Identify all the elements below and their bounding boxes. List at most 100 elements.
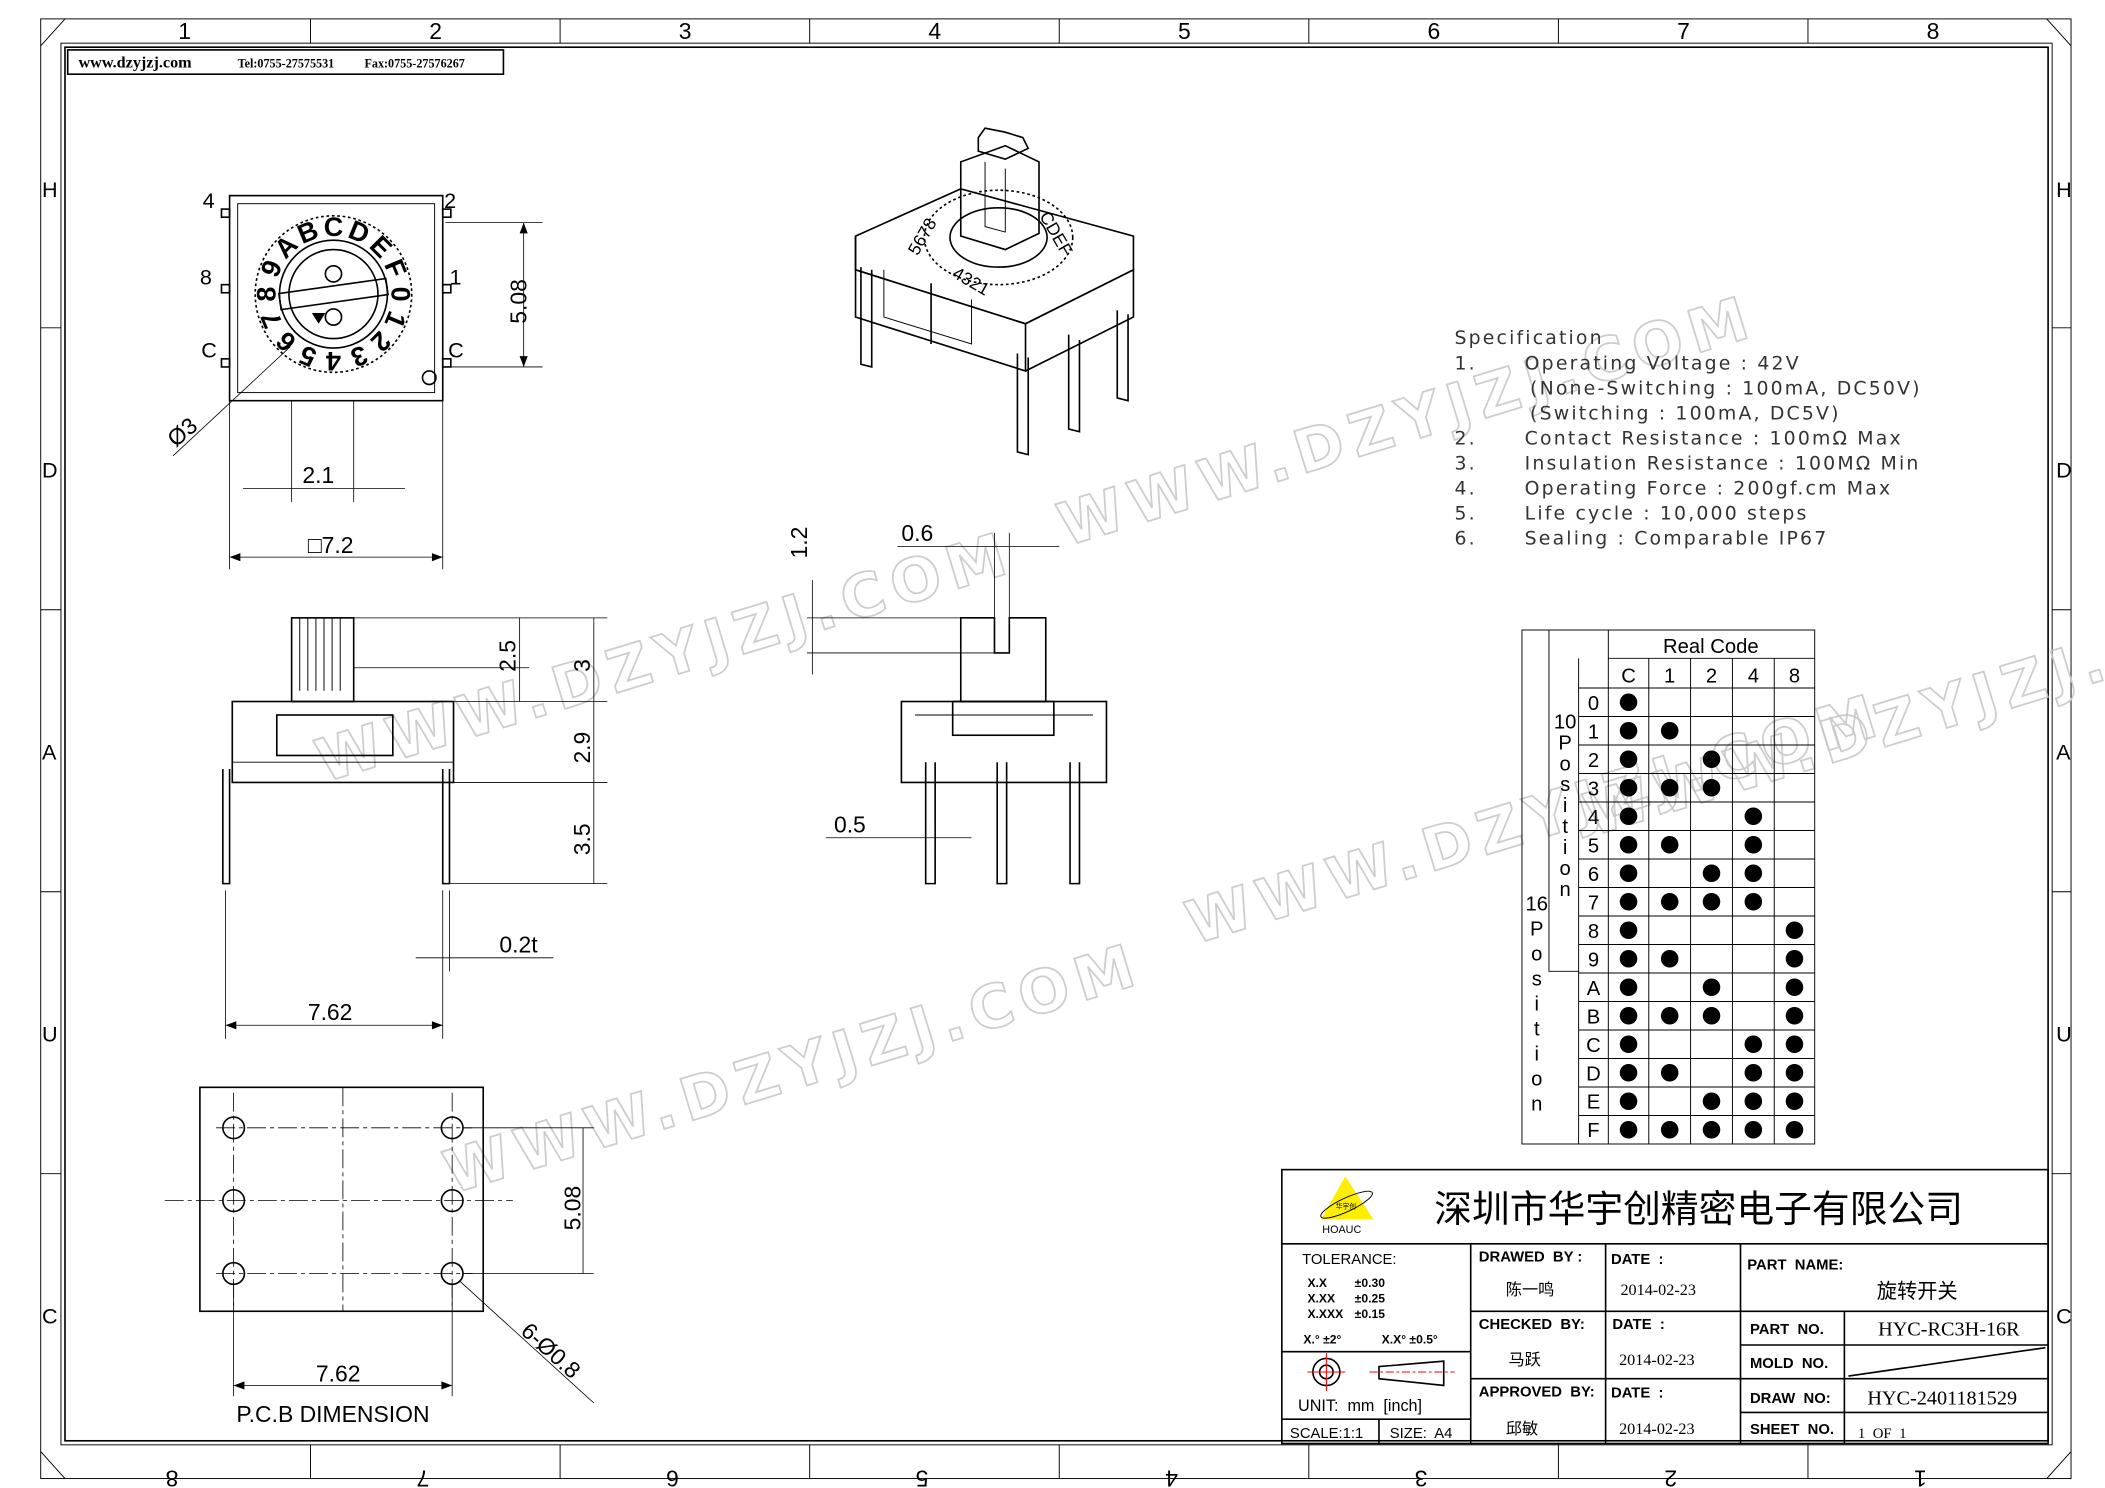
code-dot	[1619, 835, 1638, 854]
dim-square: □7.2	[308, 532, 354, 558]
code-row-label: C	[1586, 1035, 1601, 1057]
spec-item-text: (Switching : 100mA, DC5V)	[1530, 403, 1841, 425]
spec-item-text: Operating Voltage : 42V	[1525, 353, 1801, 375]
spec-item-text: Sealing : Comparable IP67	[1525, 527, 1829, 549]
dial-label: 8	[251, 287, 281, 302]
dim-body: 2.9	[569, 732, 595, 764]
code-dot	[1619, 750, 1638, 769]
pointer-arrow-icon	[311, 312, 326, 324]
spec-item-number: 5.	[1455, 502, 1477, 524]
label-10-position: n	[1560, 879, 1571, 901]
code-dot	[1744, 1063, 1763, 1082]
code-row-label: 3	[1588, 778, 1599, 800]
zone-label-left: C	[42, 1303, 58, 1328]
checked-by-name: 马跃	[1508, 1350, 1540, 1369]
code-row-label: F	[1587, 1120, 1599, 1142]
zone-label-bottom: 2	[1664, 1465, 1677, 1488]
code-dot	[1619, 949, 1638, 968]
label-10-position: 10	[1554, 711, 1577, 733]
label-10-position: i	[1563, 837, 1568, 859]
code-table-title: Real Code	[1663, 636, 1759, 658]
dial-label: C	[324, 212, 343, 242]
zone-label-left: D	[42, 458, 58, 483]
pcb-caption: P.C.B DIMENSION	[236, 1401, 429, 1427]
code-row-label: B	[1587, 1006, 1601, 1028]
spec-item-number: 4.	[1455, 477, 1477, 499]
code-dot	[1785, 1063, 1804, 1082]
dim-shaft: 2.5	[495, 640, 521, 672]
code-column-header: 4	[1748, 666, 1759, 688]
zone-label-left: H	[42, 177, 58, 202]
zone-label-bottom: 4	[1165, 1465, 1178, 1488]
zone-label-right: U	[2056, 1021, 2072, 1046]
label-16-position: s	[1532, 968, 1542, 990]
code-row-label: 1	[1588, 721, 1599, 743]
zone-label-right: D	[2056, 458, 2072, 483]
code-dot	[1619, 1035, 1638, 1054]
zone-label-top: 1	[178, 18, 191, 44]
label-16-position: n	[1531, 1093, 1542, 1115]
specification: Specification 1.Operating Voltage : 42V(…	[1455, 327, 1920, 549]
code-row-label: 9	[1588, 949, 1599, 971]
code-dot	[1744, 807, 1763, 826]
code-column-header: 1	[1664, 666, 1675, 688]
tolerance-label: TOLERANCE:	[1302, 1252, 1396, 1268]
company-name: 深圳市华宇创精密电子有限公司	[1434, 1187, 1963, 1231]
code-dot	[1660, 721, 1679, 740]
code-dot	[1702, 892, 1721, 911]
dial-label: 5	[295, 339, 320, 372]
tolerance-value: ±0.15	[1355, 1307, 1386, 1321]
label-16-position: t	[1534, 1018, 1540, 1040]
spec-item-number: 2.	[1455, 428, 1477, 450]
dim-pin: 3.5	[569, 823, 595, 855]
label-16-position: 16	[1526, 894, 1549, 916]
zone-label-top: 8	[1927, 18, 1940, 44]
svg-text:4321: 4321	[949, 263, 993, 300]
dim-slot-depth: 1.2	[786, 527, 812, 559]
code-dot	[1619, 1063, 1638, 1082]
pin-label-1: 1	[449, 265, 461, 290]
zone-label-bottom: 1	[1914, 1465, 1927, 1488]
zone-label-bottom: 5	[916, 1465, 929, 1488]
code-row-label: 6	[1588, 864, 1599, 886]
zone-label-top: 7	[1677, 18, 1690, 44]
code-dot	[1660, 778, 1679, 797]
scale-text: SCALE:1:1	[1290, 1426, 1363, 1442]
label-10-position: s	[1560, 774, 1570, 796]
code-dot	[1660, 892, 1679, 911]
zone-label-top: 2	[429, 18, 442, 44]
isometric-view: 5678 CDEF 4321	[854, 127, 1135, 456]
zone-label-right: H	[2056, 177, 2072, 202]
pin-label-4: 4	[203, 188, 215, 213]
label-10-position: t	[1562, 816, 1568, 838]
watermark: WWW.DZYJZJ.COM	[308, 518, 1022, 796]
code-dot	[1785, 921, 1804, 940]
code-dot	[1660, 1120, 1679, 1139]
drawing-frame	[40, 18, 2072, 1480]
code-dot	[1660, 1063, 1679, 1082]
code-dot	[1744, 1035, 1763, 1054]
code-dot	[1785, 1035, 1804, 1054]
spec-item-number: 6.	[1455, 527, 1477, 549]
code-row-label: A	[1587, 978, 1601, 1000]
dial-label: 7	[255, 307, 288, 332]
dim-pitch: 2.1	[302, 462, 334, 488]
label-10-position: i	[1563, 795, 1568, 817]
dim-diameter: Ø3	[162, 412, 202, 452]
pin-label-c-right: C	[448, 337, 464, 362]
code-dot	[1619, 721, 1638, 740]
zone-label-right: C	[2056, 1303, 2072, 1328]
code-dot	[1619, 1120, 1638, 1139]
dial-label: 6	[270, 326, 302, 358]
logo-text: HOAUC	[1322, 1224, 1361, 1236]
dim-holes: 6-Ø0.8	[516, 1317, 585, 1383]
code-dot	[1619, 864, 1638, 883]
spec-item-text: Operating Force : 200gf.cm Max	[1525, 477, 1893, 499]
checked-date-label: DATE :	[1612, 1317, 1664, 1333]
part-name-value: 旋转开关	[1877, 1279, 1958, 1303]
size-text: SIZE: A4	[1390, 1426, 1453, 1442]
label-10-position: o	[1560, 858, 1571, 880]
tolerance-angle2: X.X° ±0.5°	[1382, 1333, 1438, 1347]
zone-label-top: 5	[1178, 18, 1191, 44]
